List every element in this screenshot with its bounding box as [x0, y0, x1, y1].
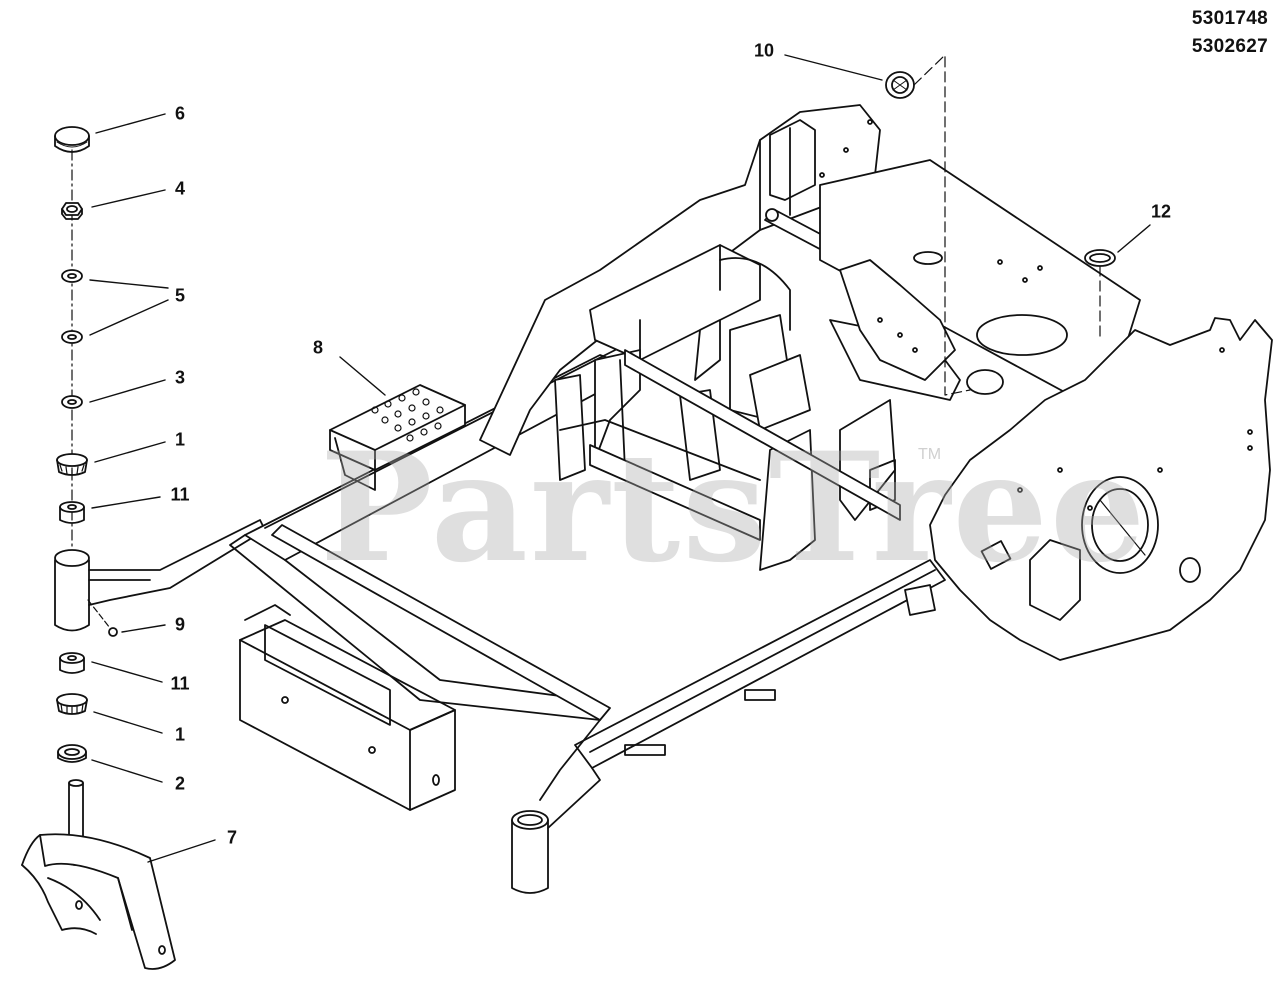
part-11-spacer-icon — [59, 501, 85, 524]
callout-10: 10 — [753, 40, 775, 61]
part-1-bearing-icon — [56, 453, 88, 476]
pivot-brackets — [554, 314, 901, 571]
part-6-cap-icon — [54, 126, 90, 153]
callout-2: 2 — [174, 773, 186, 794]
right-side-plate — [929, 317, 1273, 661]
part-5-washer-icon — [61, 269, 83, 344]
part-3-washer-icon — [61, 395, 83, 409]
front-bumper — [239, 604, 456, 811]
watermark-trademark: TM — [918, 446, 942, 463]
part-7-caster-fork-icon — [21, 779, 176, 970]
callout-8: 8 — [312, 337, 324, 358]
callout-12: 12 — [1150, 201, 1172, 222]
front-caster-tube — [511, 767, 601, 894]
callout-1-upper: 1 — [174, 429, 186, 450]
callout-6: 6 — [174, 103, 186, 124]
document-id-2: 5302627 — [1191, 36, 1268, 57]
mid-bracket — [589, 244, 1004, 401]
callout-7: 7 — [226, 827, 238, 848]
callout-11-lower: 11 — [170, 673, 190, 694]
mower-frame — [229, 104, 1273, 894]
callout-1-lower: 1 — [174, 724, 186, 745]
part-8-plate-icon — [329, 384, 466, 491]
document-id-1: 5301748 — [1191, 8, 1268, 29]
leader-lines — [89, 54, 1151, 863]
callout-4: 4 — [174, 178, 186, 199]
caster-stack — [21, 126, 266, 970]
callout-9: 9 — [174, 614, 186, 635]
part-10-grommet-icon — [885, 54, 971, 396]
part-12-grommet-icon — [1084, 249, 1116, 341]
callout-5: 5 — [174, 285, 186, 306]
part-2-seal-icon — [57, 744, 87, 763]
part-11-spacer-lower-icon — [59, 652, 85, 674]
watermark: PartsTree — [320, 420, 1148, 596]
callout-3: 3 — [174, 367, 186, 388]
part-4-nut-icon — [61, 202, 83, 220]
caster-tube-icon — [54, 519, 266, 632]
part-1-bearing-lower-icon — [56, 693, 88, 715]
callout-11-upper: 11 — [170, 484, 190, 505]
part-9-fitting-icon — [87, 599, 118, 637]
